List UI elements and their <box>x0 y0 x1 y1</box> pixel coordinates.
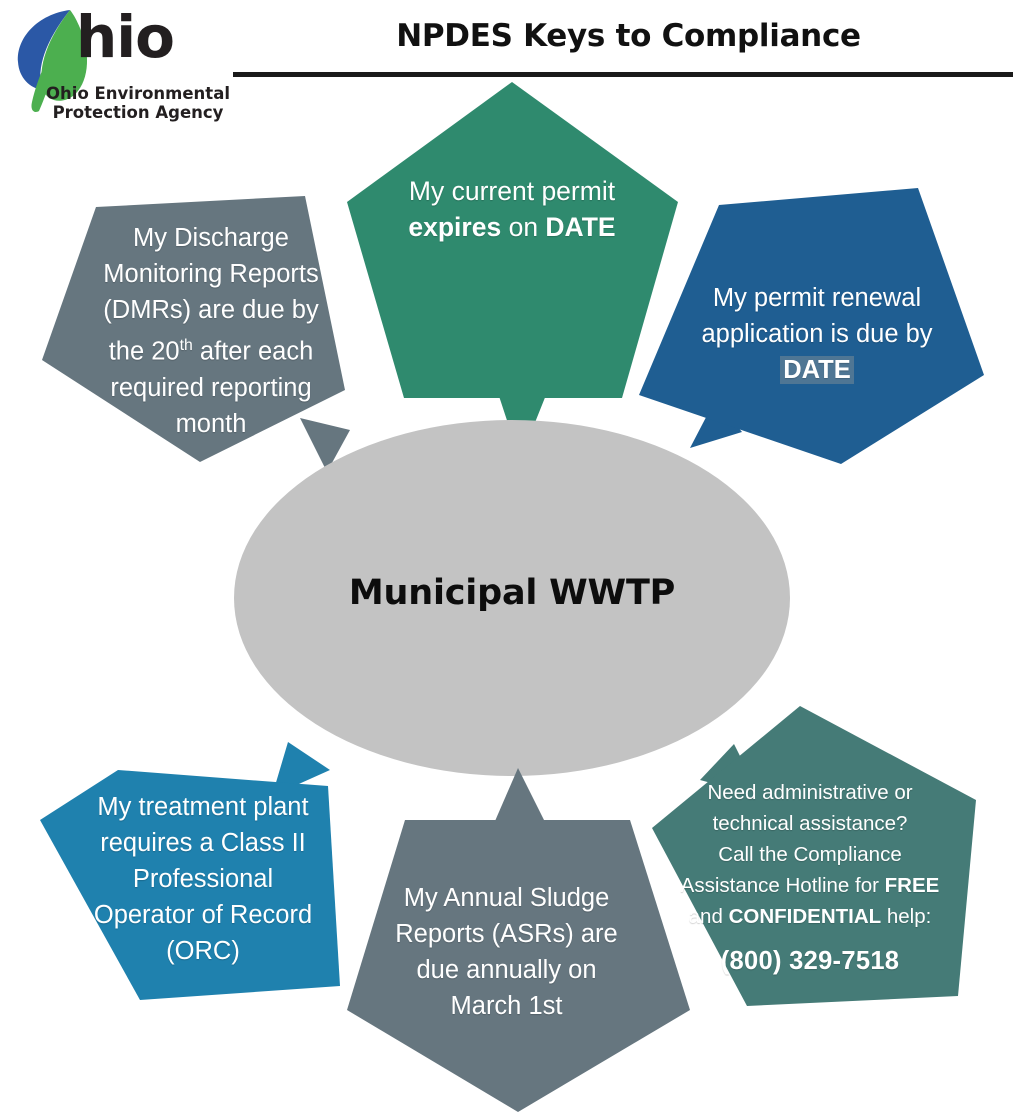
label-line: Professional <box>132 865 274 893</box>
label-line: Need administrative or <box>707 781 913 804</box>
node-label-permit-renewal-application: My permit renewal application is due by DA… <box>676 280 958 388</box>
pentagon-bottom-left <box>40 770 340 1000</box>
label-line: My permit renewal <box>712 284 922 312</box>
label-line: requires a Class II <box>100 829 306 857</box>
label-line: required reporting <box>110 373 312 402</box>
label-line: My current permit <box>408 176 616 206</box>
label-line: My treatment plant <box>97 793 309 821</box>
node-shape-permit-renewal-application[interactable] <box>639 188 984 464</box>
header: hio Ohio Environmental Protection Agency… <box>0 0 1024 122</box>
label-line: (ORC) <box>166 937 240 965</box>
label-line: and CONFIDENTIAL help: <box>688 905 932 928</box>
label-line: Monitoring Reports <box>103 260 319 288</box>
node-label-operator-of-record: My treatment plant requires a Class II Pro… <box>58 789 348 969</box>
pointer-tail-bottom-center <box>492 768 548 828</box>
label-line: March 1st <box>450 992 563 1020</box>
node-shape-annual-sludge-reports[interactable] <box>347 768 690 1112</box>
label-line: My Discharge <box>133 224 289 252</box>
label-line: DATE <box>676 352 958 388</box>
center-ellipse <box>234 420 790 776</box>
label-line: (DMRs) are due by <box>103 296 319 324</box>
label-line: application is due by <box>701 320 933 348</box>
hotline-phone-number: (800) 329-7518 <box>720 947 900 975</box>
node-label-compliance-assistance-hotline: Need administrative or technical assistan… <box>666 777 954 977</box>
pentagon-right <box>639 188 984 464</box>
label-line: expires on DATE <box>408 212 616 242</box>
pentagon-left <box>42 196 345 462</box>
ohio-epa-logo: hio Ohio Environmental Protection Agency <box>8 4 230 130</box>
label-line: Operator of Record <box>93 901 313 929</box>
pentagon-bottom-right <box>652 706 976 1006</box>
title-divider <box>233 72 1013 77</box>
pentagon-bottom-center <box>347 820 690 1112</box>
label-line: Reports (ASRs) are <box>395 920 618 948</box>
label-line: Assistance Hotline for FREE <box>680 874 940 897</box>
pentagon-top <box>347 82 678 398</box>
leaf-icon <box>17 10 88 112</box>
center-label: Municipal WWTP <box>348 573 676 613</box>
logo-subtitle: Ohio Environmental Protection Agency <box>46 84 230 122</box>
node-shape-permit-expiration[interactable] <box>347 82 678 460</box>
pointer-tail-left <box>300 418 350 472</box>
label-line: due annually on <box>416 956 597 984</box>
node-shape-operator-of-record[interactable] <box>40 742 340 1000</box>
node-shape-compliance-assistance-hotline[interactable] <box>652 706 976 1006</box>
page-title: NPDES Keys to Compliance <box>396 18 861 54</box>
label-line: month <box>175 409 247 438</box>
pointer-tail-bottom-left <box>272 742 330 796</box>
pointer-tail-right <box>690 400 742 448</box>
label-line: the 20th after each <box>108 337 314 366</box>
logo-wordmark: hio <box>76 3 175 71</box>
label-line: My Annual Sludge <box>403 884 610 912</box>
node-shape-discharge-monitoring-reports[interactable] <box>42 196 350 472</box>
node-label-permit-expiration: My current permit expires on DATE <box>352 173 672 245</box>
label-line: technical assistance? <box>712 812 908 835</box>
label-line: Call the Compliance <box>718 843 902 866</box>
